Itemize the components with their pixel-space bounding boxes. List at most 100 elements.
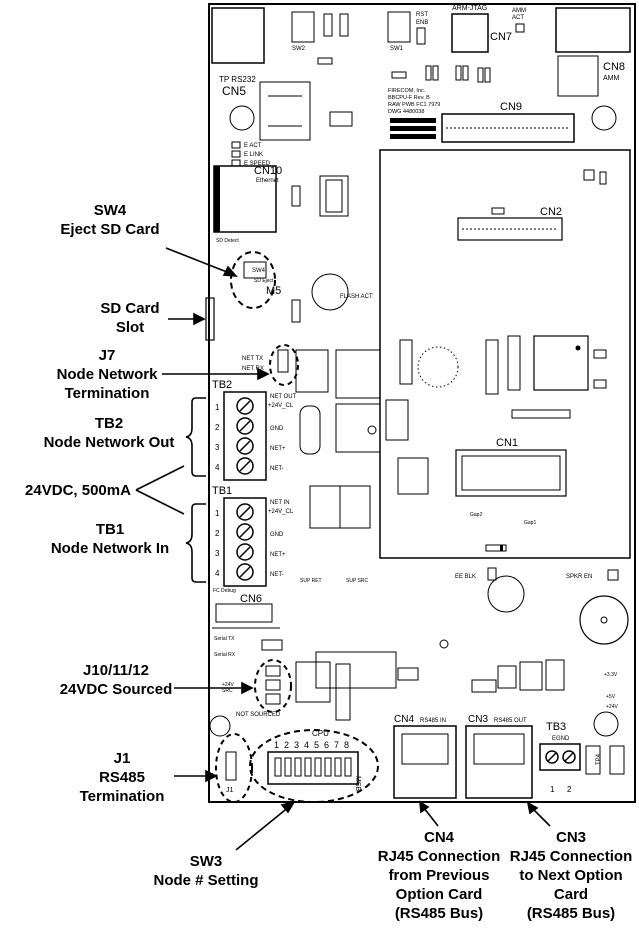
tb1-24v-cl: +24V_CL — [268, 509, 294, 515]
tb1-screw-3-slot — [239, 546, 251, 558]
cn5-label: CN5 — [222, 84, 246, 98]
dip-num-5: 5 — [314, 740, 319, 750]
callout-sd-card: SD Card Slot — [92, 299, 168, 337]
speaker-sp1 — [579, 595, 629, 645]
tb1-net-in: NET IN — [270, 500, 290, 506]
tb2-label: TB2 — [212, 379, 232, 391]
cn8-label: CN8 — [603, 61, 625, 73]
amm-act-label-2: ACT — [512, 15, 524, 21]
dip-num-4: 4 — [304, 740, 309, 750]
msb-label: MSB — [354, 776, 361, 792]
sd-card-arrowhead — [193, 312, 206, 326]
tb1-pin-1: 1 — [215, 509, 220, 518]
component-u17 — [319, 175, 349, 217]
cn7-label: CN7 — [490, 31, 512, 43]
callout-cn3-line-5: (RS485 Bus) — [526, 905, 616, 922]
callout-cn3: CN3 RJ45 Connection to Next Option Card … — [506, 828, 636, 923]
component-u7 — [519, 661, 543, 691]
cn9-connector — [441, 113, 575, 143]
callout-cn4-line-2: RJ45 Connection — [377, 848, 501, 865]
chip-u15-dot — [575, 345, 581, 351]
gap1-label: Gap1 — [524, 520, 536, 526]
sw4-arrow — [165, 247, 233, 275]
cn2-connector — [457, 217, 563, 241]
led-e-act — [231, 141, 241, 149]
component-u17-inner — [325, 179, 343, 213]
callout-j7-line-1: J7 — [98, 347, 116, 364]
component-c46 — [397, 667, 419, 681]
cn4-arrow — [423, 807, 439, 827]
sw4-arrowhead — [222, 265, 238, 277]
ee-blk-label: EE BLK — [455, 574, 476, 580]
company-line-2: BBCPU-F Rev. B — [388, 95, 430, 101]
cn3-rj45-inner — [473, 733, 525, 765]
tb2-gnd: GND — [270, 426, 284, 432]
cn8-body — [557, 55, 599, 97]
tb1-screw-3 — [236, 543, 254, 561]
dip-switch-numbers: 1 2 3 4 5 6 7 8 — [274, 740, 349, 750]
callout-sw3: SW3 Node # Setting — [146, 852, 266, 890]
tp4-label: TP4 — [596, 753, 602, 765]
callout-j7: J7 Node Network Termination — [52, 346, 162, 403]
mount-hole-bottom-right — [593, 711, 619, 737]
dip-toggle-7 — [334, 757, 342, 777]
sd-detect-label: SD Detect — [216, 238, 239, 244]
tb1-net-minus: NET- — [270, 572, 284, 578]
sw3-arrow — [235, 805, 291, 851]
callout-tb1-line-1: TB1 — [95, 521, 125, 538]
callout-sd-card-line-2: Slot — [115, 319, 145, 336]
resistor-network-right — [335, 663, 351, 721]
black-bar-u4 — [390, 118, 436, 123]
component-ee-blk — [487, 567, 497, 581]
callout-sw4: SW4 Eject SD Card — [54, 201, 166, 239]
component-u1 — [471, 679, 497, 693]
callout-cn3-line-2: RJ45 Connection — [509, 848, 633, 865]
v24-src-label: +24V — [222, 682, 234, 688]
resistor-group-r26 — [425, 65, 432, 81]
callout-j1-line-2: RS485 — [99, 769, 145, 786]
sw3-highlight-circle — [249, 729, 379, 803]
callout-power: 24VDC, 500mA — [20, 481, 136, 500]
sw2-switch — [291, 11, 315, 43]
resistor-bank-mid2 — [507, 335, 521, 391]
component-r4 — [491, 207, 505, 215]
callout-cn4-line-1: CN4 — [423, 829, 454, 846]
j1-board-label: J1 — [226, 787, 234, 794]
jumper-j11 — [265, 679, 281, 691]
j7-arrowhead — [257, 367, 270, 381]
gnd-test-point — [609, 745, 625, 775]
cn9-label: CN9 — [500, 101, 522, 113]
dip-toggle-2 — [284, 757, 292, 777]
not-sourced-label: NOT SOURCED — [236, 712, 281, 718]
component-u12 — [295, 349, 329, 393]
tb3-screw-2-slot — [564, 752, 574, 762]
j7-jumper — [277, 349, 289, 373]
tb3-screw-1-slot — [547, 752, 557, 762]
speaker-sp1-center — [600, 616, 608, 624]
tb2-screw-1 — [236, 397, 254, 415]
j10-arrowhead — [241, 681, 254, 695]
callout-cn4-line-3: from Previous — [388, 867, 490, 884]
dip-toggle-5 — [314, 757, 322, 777]
tb1-screw-1-slot — [239, 506, 251, 518]
component-u16b — [583, 169, 595, 181]
cn3-arrowhead — [526, 801, 539, 815]
cn4-rj45 — [393, 725, 457, 799]
cn3-rj45 — [465, 725, 533, 799]
top-left-connector — [211, 7, 265, 64]
callout-tb1-line-2: Node Network In — [50, 540, 170, 557]
spkr-en-label: SPKR EN — [566, 574, 592, 580]
dip-toggle-3 — [294, 757, 302, 777]
tb2-screw-4 — [236, 457, 254, 475]
tb3-pin-2: 2 — [567, 785, 572, 794]
resistor-group-r25 — [432, 65, 439, 81]
tb1-screw-4-slot — [239, 566, 251, 578]
callout-sd-card-line-1: SD Card — [100, 300, 160, 317]
diode-d24 — [485, 544, 507, 552]
resistor-group-r20 — [484, 67, 491, 83]
net-tx-label: NET TX — [242, 356, 263, 362]
v5-label: +5V — [606, 694, 616, 700]
mount-hole-top-left — [229, 105, 255, 131]
resistor-bank-mid — [485, 339, 499, 395]
diode-d24-band — [500, 545, 503, 551]
